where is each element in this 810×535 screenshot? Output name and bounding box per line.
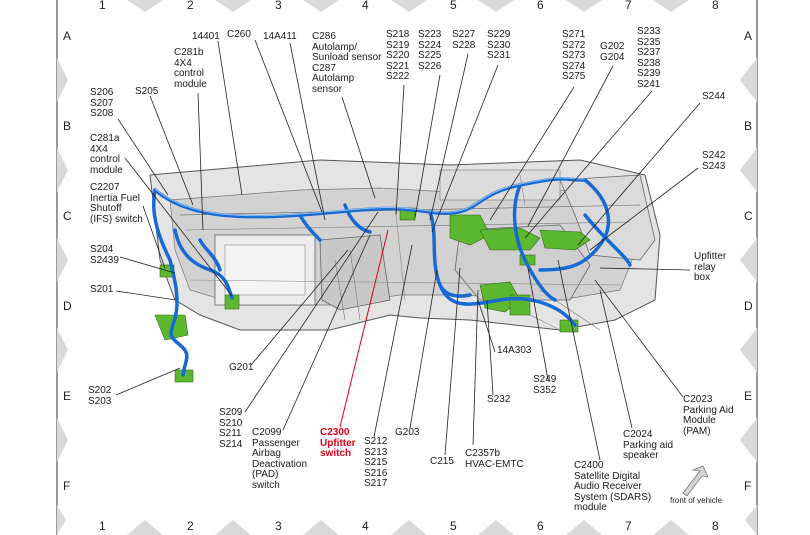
row-label-left-F: F bbox=[63, 479, 71, 493]
bottom-border-markers bbox=[127, 520, 689, 535]
label-c2099: C2099 Passenger Airbag Deactivation (PAD… bbox=[252, 427, 308, 491]
row-label-left-E: E bbox=[63, 389, 72, 403]
harness-wires bbox=[151, 177, 632, 377]
label-c2023: C2023 Parking Aid Module (PAM) bbox=[683, 394, 734, 437]
label-s204-s2439: S204 S2439 bbox=[90, 244, 119, 266]
label-14401: 14401 bbox=[192, 31, 220, 42]
row-label-right-A: A bbox=[744, 29, 753, 43]
row-label-right-B: B bbox=[744, 119, 753, 133]
row-label-right-E: E bbox=[744, 389, 753, 403]
column-label-bottom-8: 8 bbox=[712, 519, 719, 533]
label-s244: S244 bbox=[702, 91, 726, 102]
label-s233-s241: S233 S235 S237 S238 S239 S241 bbox=[637, 26, 661, 90]
column-label-top-1: 1 bbox=[99, 0, 106, 12]
label-g202-g204: G202 G204 bbox=[600, 41, 625, 63]
label-g203: G203 bbox=[395, 427, 420, 438]
column-label-top-4: 4 bbox=[362, 0, 369, 12]
label-g201: G201 bbox=[229, 362, 254, 373]
column-label-bottom-7: 7 bbox=[625, 519, 632, 533]
label-s223-s226: S223 S224 S225 S226 bbox=[418, 29, 442, 72]
label-s209-s214: S209 S210 S211 S214 bbox=[219, 407, 243, 450]
front-of-vehicle-label: front of vehicle bbox=[670, 496, 723, 505]
front-of-vehicle-arrow bbox=[682, 465, 709, 497]
column-label-top-7: 7 bbox=[625, 0, 632, 12]
c2300-leader-line bbox=[339, 229, 389, 428]
row-label-right-F: F bbox=[744, 479, 752, 493]
label-s232: S232 bbox=[487, 394, 511, 405]
column-label-top-3: 3 bbox=[275, 0, 282, 12]
harness-highlights bbox=[154, 177, 586, 217]
label-c2300-upfitter-switch: C2300 Upfitter switch bbox=[320, 427, 356, 459]
column-label-bottom-6: 6 bbox=[537, 519, 544, 533]
label-s206-s208: S206 S207 S208 bbox=[90, 87, 114, 119]
label-c286-c287: C286 Autolamp/ Sunload sensor C287 Autol… bbox=[312, 31, 382, 95]
label-c281b: C281b 4X4 control module bbox=[174, 47, 207, 90]
column-label-top-2: 2 bbox=[187, 0, 194, 12]
label-s229-s231: S229 S230 S231 bbox=[487, 29, 511, 61]
label-upfitter-relay-box: Upfitter relay box bbox=[694, 251, 727, 283]
left-border-markers bbox=[57, 58, 68, 535]
label-s201: S201 bbox=[90, 284, 114, 295]
row-label-left-C: C bbox=[63, 209, 72, 223]
column-label-top-8: 8 bbox=[712, 0, 719, 12]
right-border-markers bbox=[740, 58, 757, 535]
column-label-bottom-2: 2 bbox=[187, 519, 194, 533]
label-s212-s217: S212 S213 S215 S216 S217 bbox=[364, 436, 388, 489]
label-c2207: C2207 Inertia Fuel Shutoff (IFS) switch bbox=[90, 182, 143, 225]
label-c2400: C2400 Satellite Digital Audio Receiver S… bbox=[574, 460, 652, 513]
label-14a411: 14A411 bbox=[263, 31, 297, 42]
row-label-right-D: D bbox=[744, 299, 753, 313]
label-s205: S205 bbox=[135, 86, 159, 97]
leader-lines bbox=[115, 39, 701, 461]
column-label-bottom-1: 1 bbox=[99, 519, 106, 533]
row-label-left-D: D bbox=[63, 299, 72, 313]
label-s218-s222: S218 S219 S220 S221 S222 bbox=[386, 29, 410, 82]
label-s242-s243: S242 S243 bbox=[702, 150, 726, 172]
row-label-right-C: C bbox=[744, 209, 753, 223]
label-s249-s352: S249 S352 bbox=[533, 374, 557, 396]
row-label-left-A: A bbox=[63, 29, 72, 43]
label-14a303: 14A303 bbox=[497, 345, 532, 356]
row-label-left-B: B bbox=[63, 119, 72, 133]
column-label-bottom-5: 5 bbox=[450, 519, 457, 533]
label-s271-s275: S271 S272 S273 S274 S275 bbox=[562, 29, 586, 82]
label-c281a: C281a 4X4 control module bbox=[90, 133, 123, 176]
column-label-top-6: 6 bbox=[537, 0, 544, 12]
label-s227-s228: S227 S228 bbox=[452, 29, 476, 51]
label-s202-s203: S202 S203 bbox=[88, 385, 112, 407]
label-c2024: C2024 Parking aid speaker bbox=[623, 429, 674, 461]
label-c2357b: C2357b HVAC-EMTC bbox=[465, 448, 524, 470]
label-c215: C215 bbox=[430, 456, 454, 467]
column-label-bottom-4: 4 bbox=[362, 519, 369, 533]
label-c260: C260 bbox=[227, 29, 251, 40]
top-border-markers bbox=[127, 0, 689, 12]
column-label-top-5: 5 bbox=[450, 0, 457, 12]
column-label-bottom-3: 3 bbox=[275, 519, 282, 533]
